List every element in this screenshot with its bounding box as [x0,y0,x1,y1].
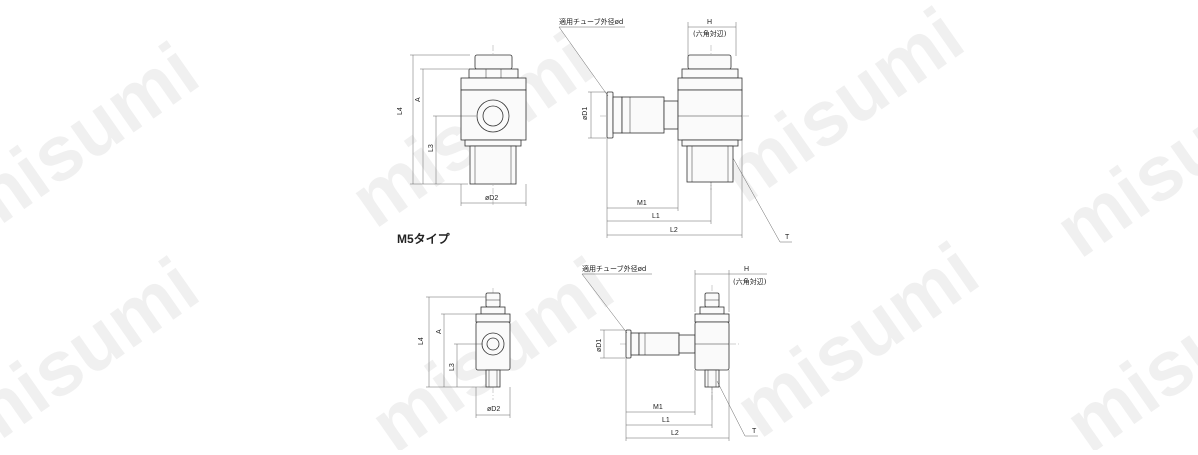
watermark-text: misumi [0,25,213,254]
dim-D2-label: øD2 [485,195,498,202]
top-side-view: H (六角対辺) 適用チューブ外径ød øD1 M1 L1 L2 T [558,17,792,243]
dim-M1-label: M1 [637,200,647,207]
dim-H-label: H [707,19,712,26]
dim-H-label-m5: H [744,266,749,273]
watermark-text: misumi [719,225,993,450]
dim-T-label-m5: T [752,428,757,435]
dim-L1-label: L1 [652,213,660,220]
bottom-front-view: L4 A L3 øD2 [418,288,511,418]
dim-D1-label-m5: øD1 [596,339,603,352]
dim-L4-label: L4 [397,107,404,115]
hex-label: (六角対辺) [693,29,727,38]
tube-od-label: 適用チューブ外径ød [559,17,623,26]
dim-L3-label-m5: L3 [449,363,456,371]
dim-A-label-m5: A [436,329,443,334]
tube-od-label-m5: 適用チューブ外径ød [582,264,646,273]
watermark-text: misumi [0,240,213,450]
dim-L4-label-m5: L4 [418,337,425,345]
watermark-text: misumi [1049,240,1198,450]
dim-T-label: T [785,234,790,241]
watermark-text: misumi [1039,45,1198,274]
dim-M1-label-m5: M1 [653,404,663,411]
dim-D2-label-m5: øD2 [487,406,500,413]
dim-L1-label-m5: L1 [662,417,670,424]
dim-A-label: A [415,97,422,102]
dim-L2-label: L2 [670,227,678,234]
hex-label-m5: (六角対辺) [733,277,767,286]
watermark-text: misumi [704,0,978,219]
section-title: M5タイプ [397,231,451,246]
bottom-side-view: H (六角対辺) 適用チューブ外径ød øD1 M1 L1 L2 T [581,264,767,441]
dim-L2-label-m5: L2 [671,430,679,437]
dim-D1-label: øD1 [582,107,589,120]
top-front-view: L4 A L3 øD2 [397,45,527,206]
dim-L3-label: L3 [428,144,435,152]
